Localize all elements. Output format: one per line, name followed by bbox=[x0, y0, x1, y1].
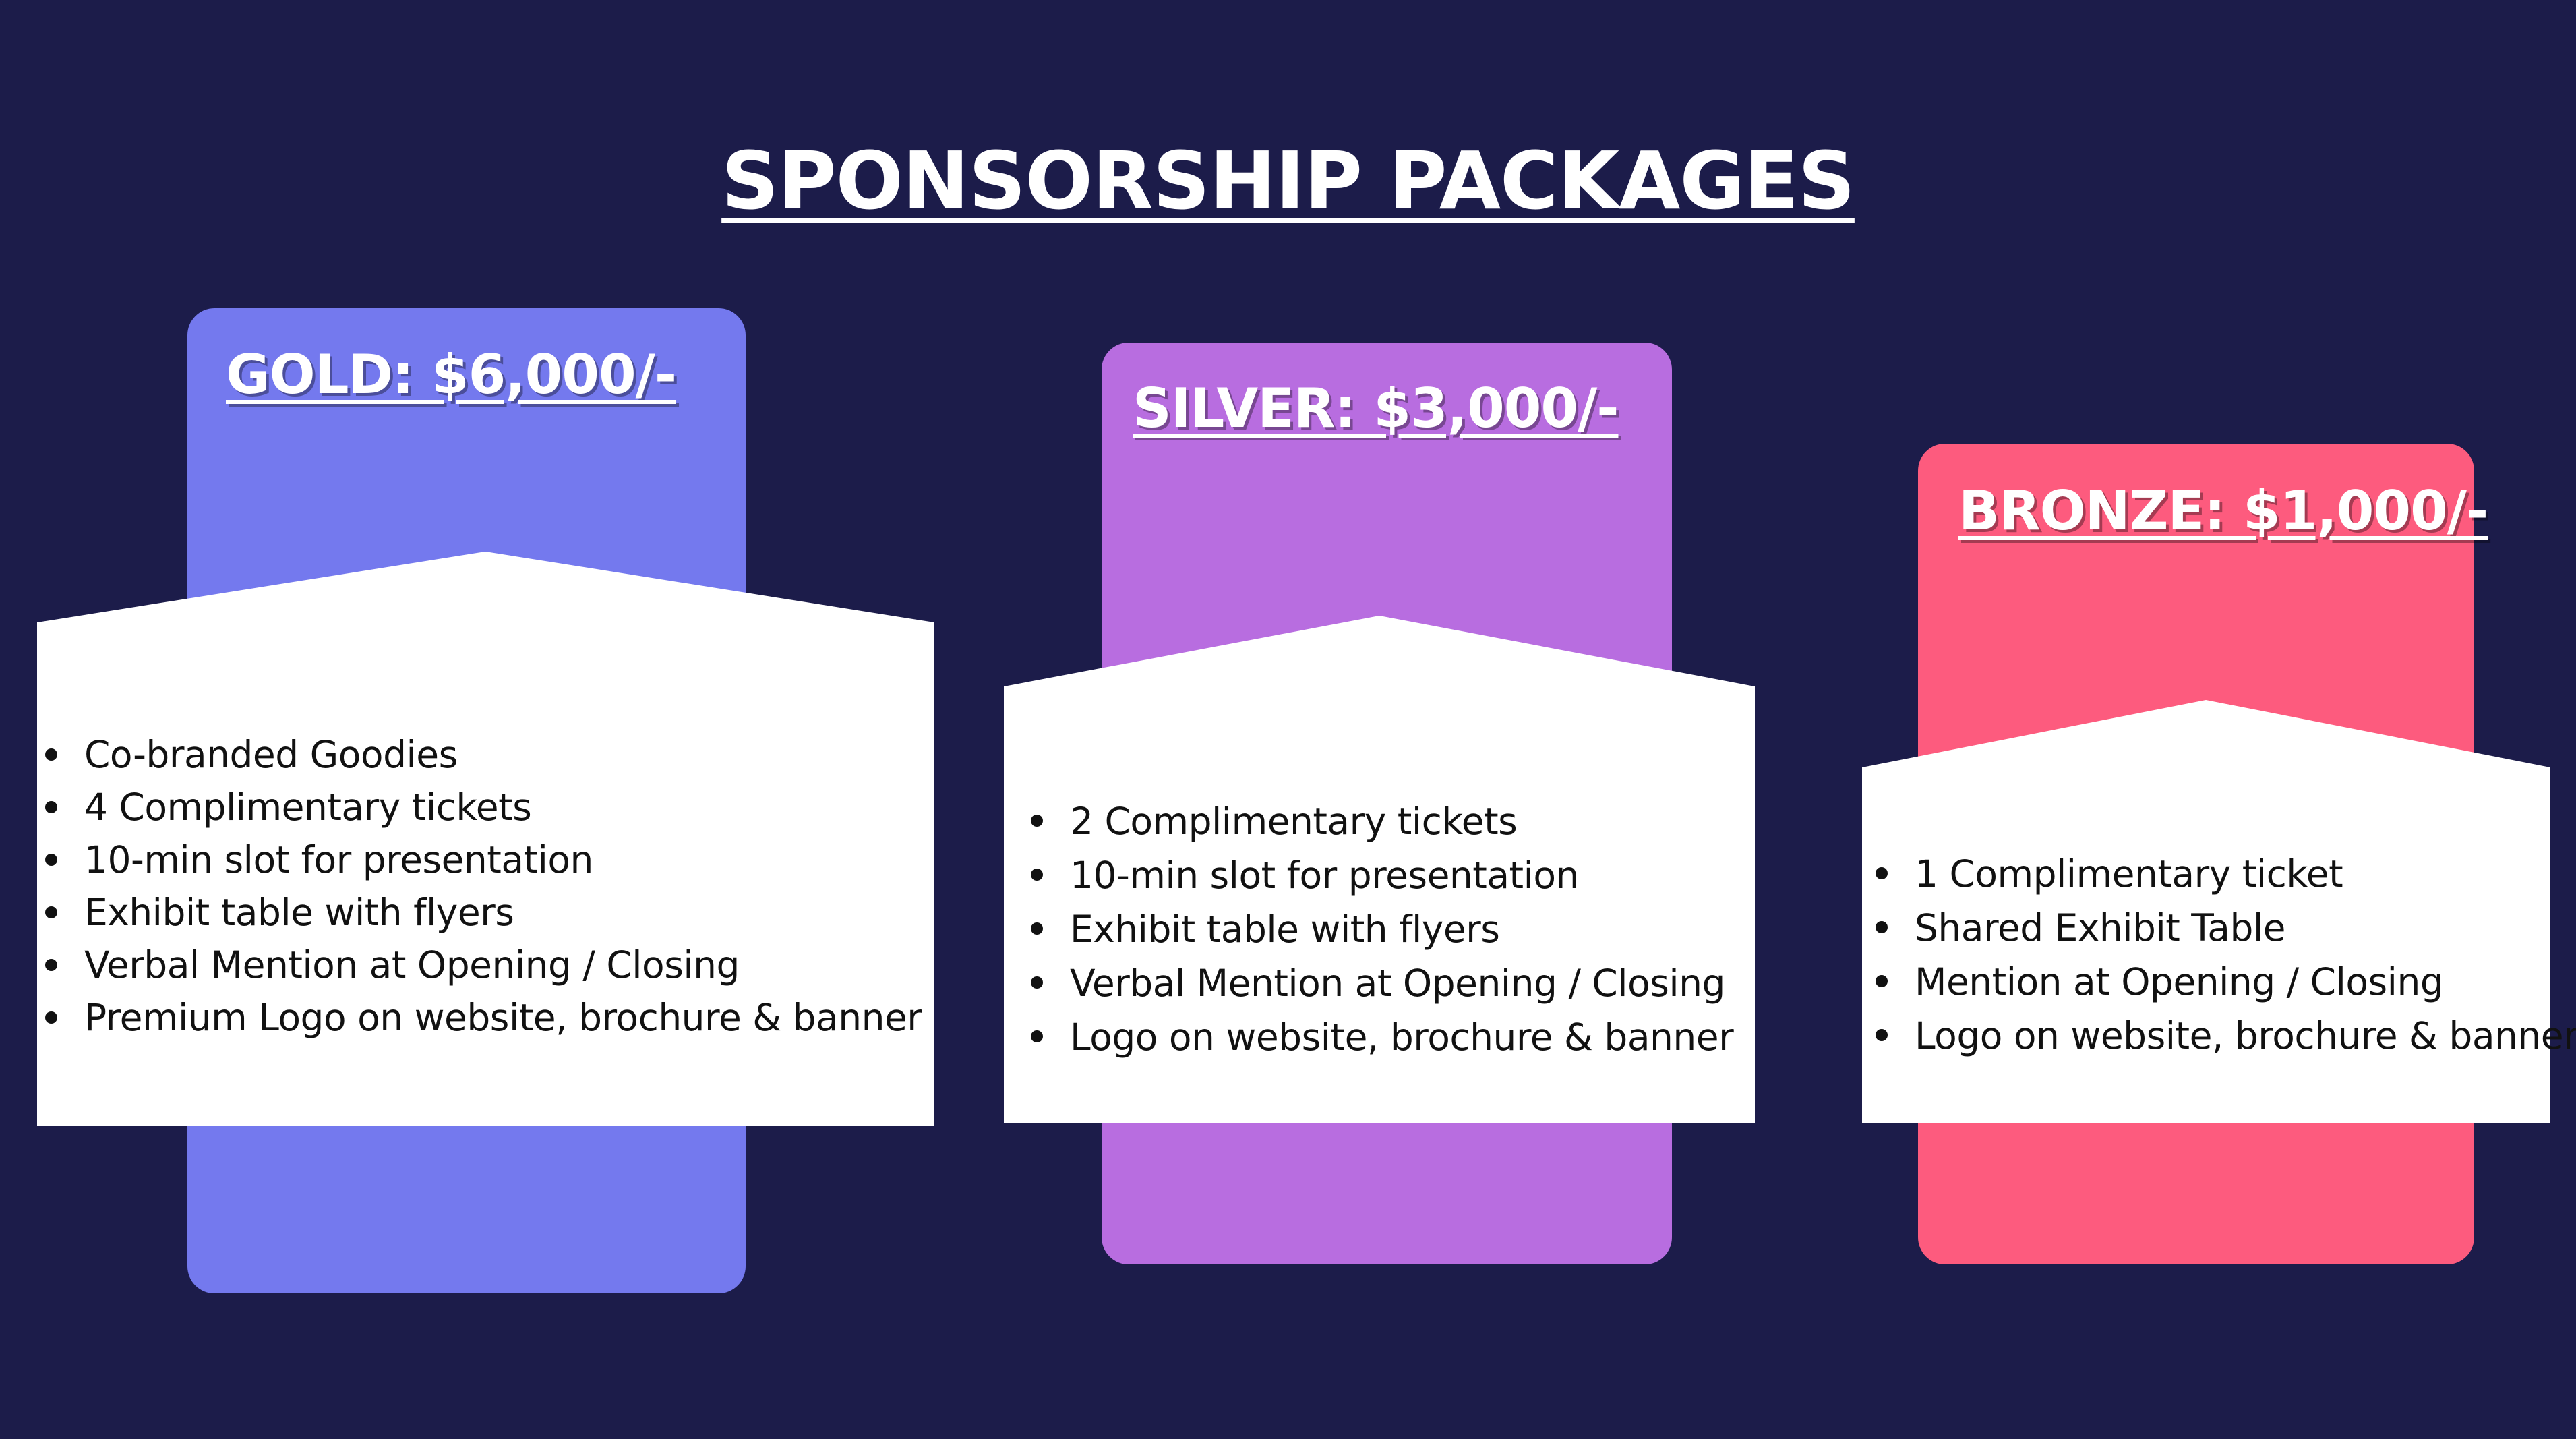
list-item: 10-min slot for presentation bbox=[37, 833, 922, 886]
list-item: Logo on website, brochure & banner bbox=[1023, 1010, 1734, 1064]
silver-package-title: SILVER: $3,000/- bbox=[1133, 377, 1619, 440]
list-item: Verbal Mention at Opening / Closing bbox=[37, 939, 922, 991]
list-item: Exhibit table with flyers bbox=[1023, 902, 1733, 956]
feature-text: Verbal Mention at Opening / Closing bbox=[1070, 962, 1725, 1005]
feature-text: 10-min slot for presentation bbox=[84, 838, 593, 881]
bullet-icon bbox=[1031, 922, 1043, 935]
gold-package-title: GOLD: $6,000/- bbox=[226, 343, 677, 406]
feature-text: Mention at Opening / Closing bbox=[1915, 960, 2444, 1003]
gold-features-list: Co-branded Goodies 4 Complimentary ticke… bbox=[37, 728, 922, 1044]
bullet-icon bbox=[1876, 921, 1888, 933]
list-item: Verbal Mention at Opening / Closing bbox=[1023, 956, 1733, 1010]
feature-text: Exhibit table with flyers bbox=[1070, 908, 1500, 951]
gold-features-panel bbox=[37, 552, 934, 1126]
bullet-icon bbox=[45, 748, 57, 761]
bullet-icon bbox=[45, 854, 57, 866]
bullet-icon bbox=[1876, 975, 1888, 987]
bronze-features-list: 1 Complimentary ticket Shared Exhibit Ta… bbox=[1867, 847, 2576, 1063]
feature-text: 10-min slot for presentation bbox=[1070, 854, 1579, 897]
bullet-icon bbox=[45, 801, 57, 813]
bullet-icon bbox=[45, 959, 57, 971]
feature-text: Premium Logo on website, brochure & bann… bbox=[84, 996, 922, 1039]
list-item: Logo on website, brochure & banner bbox=[1867, 1009, 2576, 1063]
feature-text: Exhibit table with flyers bbox=[84, 891, 514, 934]
feature-text: Shared Exhibit Table bbox=[1915, 906, 2286, 949]
bullet-icon bbox=[1031, 815, 1043, 827]
feature-text: 1 Complimentary ticket bbox=[1915, 852, 2343, 895]
feature-text: 2 Complimentary tickets bbox=[1070, 800, 1518, 843]
bullet-icon bbox=[1031, 1030, 1043, 1042]
list-item: Co-branded Goodies bbox=[37, 728, 922, 781]
list-item: 2 Complimentary tickets bbox=[1023, 794, 1733, 848]
feature-text: Logo on website, brochure & banner bbox=[1070, 1016, 1734, 1059]
list-item: 4 Complimentary tickets bbox=[37, 781, 922, 833]
bullet-icon bbox=[45, 906, 57, 918]
bullet-icon bbox=[1031, 869, 1043, 881]
bullet-icon bbox=[1876, 1029, 1888, 1041]
feature-text: Co-branded Goodies bbox=[84, 733, 458, 776]
list-item: Mention at Opening / Closing bbox=[1867, 955, 2576, 1009]
bullet-icon bbox=[45, 1011, 57, 1024]
list-item: 10-min slot for presentation bbox=[1023, 848, 1733, 902]
list-item: 1 Complimentary ticket bbox=[1867, 847, 2576, 901]
bullet-icon bbox=[1876, 867, 1888, 879]
bronze-package-title: BRONZE: $1,000/- bbox=[1958, 479, 2488, 542]
bullet-icon bbox=[1031, 976, 1043, 989]
feature-text: Logo on website, brochure & banner bbox=[1915, 1014, 2576, 1057]
bronze-features-panel bbox=[1862, 700, 2550, 1123]
silver-features-list: 2 Complimentary tickets 10-min slot for … bbox=[1023, 794, 1734, 1064]
silver-features-panel bbox=[1004, 616, 1755, 1123]
list-item: Premium Logo on website, brochure & bann… bbox=[37, 991, 922, 1044]
feature-text: Verbal Mention at Opening / Closing bbox=[84, 943, 740, 987]
list-item: Shared Exhibit Table bbox=[1867, 901, 2576, 955]
feature-text: 4 Complimentary tickets bbox=[84, 786, 532, 829]
list-item: Exhibit table with flyers bbox=[37, 886, 922, 939]
page-title: SPONSORSHIP PACKAGES bbox=[721, 134, 1855, 227]
